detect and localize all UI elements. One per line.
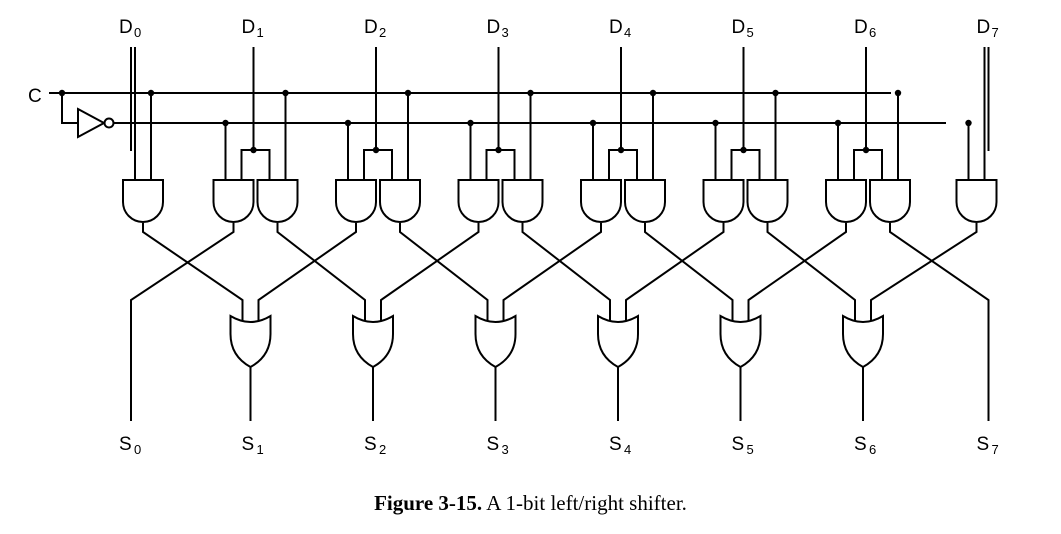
cross-wire — [502, 223, 602, 323]
output-label: S — [609, 434, 622, 455]
and-gate — [955, 179, 998, 223]
output-label: S — [732, 434, 745, 455]
junction-dot — [467, 119, 474, 127]
junction-dots — [58, 89, 972, 154]
output-subscript: 7 — [992, 442, 999, 457]
output-subscript: 5 — [747, 442, 754, 457]
data-input-label: D — [242, 17, 256, 38]
and-gate — [702, 179, 745, 223]
cross-wire — [870, 223, 978, 323]
cross-wire — [644, 223, 734, 323]
data-input-subscript: 3 — [502, 25, 509, 40]
junction-dot — [772, 89, 779, 97]
output-subscript: 2 — [379, 442, 386, 457]
junction-dot — [372, 146, 380, 154]
output-label: S — [364, 434, 377, 455]
and-gate — [746, 179, 789, 223]
and-gate — [869, 179, 911, 223]
junction-dot — [344, 119, 352, 127]
control-input-label: C — [28, 86, 42, 107]
and-gate — [457, 179, 500, 223]
data-input-label: D — [854, 17, 868, 38]
and-gate — [256, 179, 299, 223]
data-input-label: D — [732, 17, 746, 38]
inverter-input-wire — [61, 92, 79, 124]
junction-dot — [740, 146, 747, 154]
and-gate — [501, 179, 544, 223]
and-gate — [212, 179, 255, 223]
data-input-subscript: 2 — [379, 25, 386, 40]
junction-dot — [527, 89, 534, 97]
figure-caption: Figure 3-15. A 1-bit left/right shifter. — [0, 491, 1061, 516]
inverter-gate — [77, 107, 107, 139]
inverter-bubble — [103, 117, 115, 129]
output-subscript: 1 — [257, 442, 264, 457]
output-subscript: 3 — [502, 442, 509, 457]
or-gate — [352, 314, 394, 369]
or-gate — [474, 314, 517, 369]
output-wire — [130, 223, 235, 421]
figure-title: A 1-bit left/right shifter. — [486, 491, 687, 515]
or-gate — [597, 314, 639, 369]
output-label: S — [487, 434, 500, 455]
junction-dot — [834, 119, 842, 127]
data-input-subscript: 1 — [257, 25, 264, 40]
logic-gates — [77, 107, 998, 369]
junction-dot — [58, 89, 66, 97]
junction-dot — [965, 119, 972, 127]
junction-dot — [649, 89, 657, 97]
junction-dot — [147, 89, 155, 97]
data-input-label: D — [977, 17, 991, 38]
junction-dot — [589, 119, 597, 127]
circuit-wires — [49, 47, 990, 421]
data-input-subscript: 5 — [747, 25, 754, 40]
cross-wire — [276, 223, 366, 323]
and-gate — [335, 179, 377, 223]
junction-dot — [495, 146, 502, 154]
data-input-subscript: 4 — [624, 25, 631, 40]
and-gate — [580, 179, 622, 223]
junction-dot — [894, 89, 902, 97]
or-gate — [229, 314, 272, 369]
cross-wire — [766, 223, 856, 323]
data-input-subscript: 7 — [992, 25, 999, 40]
output-subscript: 4 — [624, 442, 631, 457]
output-label: S — [119, 434, 132, 455]
junction-dot — [617, 146, 625, 154]
data-input-label: D — [364, 17, 378, 38]
output-label: S — [854, 434, 867, 455]
output-wire — [889, 223, 990, 421]
cross-wire — [142, 223, 244, 323]
and-gate — [825, 179, 867, 223]
cross-wire — [625, 223, 725, 323]
cross-wire — [380, 223, 480, 323]
junction-dot — [282, 89, 289, 97]
junction-dot — [222, 119, 229, 127]
data-input-label: D — [609, 17, 623, 38]
cross-wire — [747, 223, 847, 323]
or-gate — [719, 314, 762, 369]
data-input-label: D — [487, 17, 501, 38]
junction-dot — [250, 146, 257, 154]
junction-dot — [862, 146, 870, 154]
data-input-subscript: 6 — [869, 25, 876, 40]
and-gate — [624, 179, 666, 223]
junction-dot — [404, 89, 412, 97]
data-input-subscript: 0 — [134, 25, 141, 40]
output-subscript: 6 — [869, 442, 876, 457]
junction-dot — [712, 119, 719, 127]
and-gate — [379, 179, 421, 223]
cross-wire — [257, 223, 357, 323]
output-subscript: 0 — [134, 442, 141, 457]
cross-wire — [399, 223, 489, 323]
output-label: S — [977, 434, 990, 455]
figure-number: Figure 3-15. — [374, 491, 483, 515]
output-label: S — [242, 434, 255, 455]
cross-wire — [521, 223, 611, 323]
data-input-label: D — [119, 17, 133, 38]
and-gate — [122, 179, 164, 223]
or-gate — [842, 314, 884, 369]
